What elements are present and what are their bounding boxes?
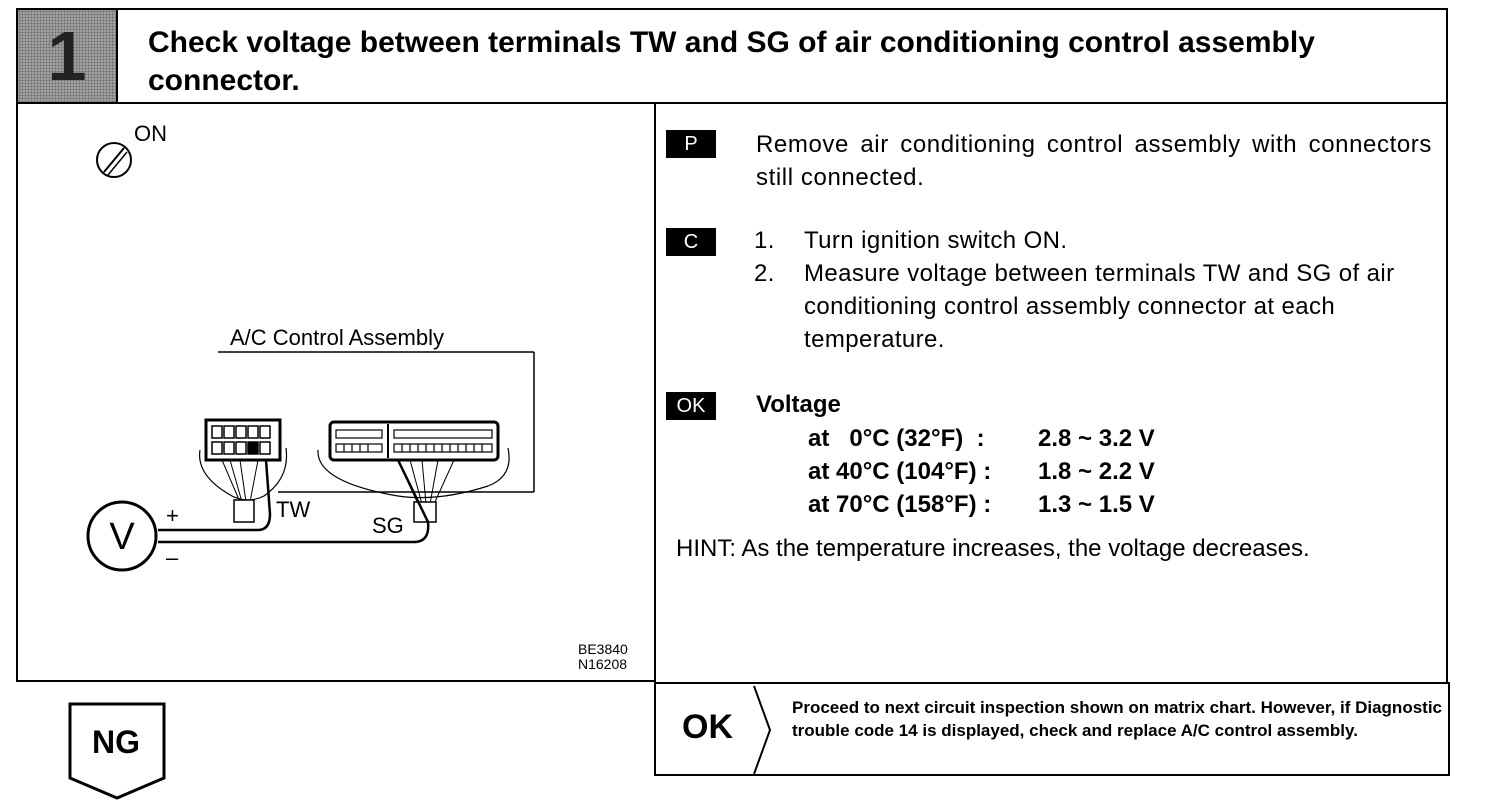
voltage-cell: 2.8 ~ 3.2 V xyxy=(1038,425,1155,452)
test-leads xyxy=(158,459,430,544)
temperature-cell: at 40°C (104°F) : xyxy=(808,458,992,485)
connector-icon xyxy=(317,420,510,523)
ok-result-box: OK Proceed to next circuit inspection sh… xyxy=(654,682,1450,776)
instruction-panel: P Remove air conditioning control assemb… xyxy=(654,102,1448,682)
check-steps: 1. Turn ignition switch ON. 2. Measure v… xyxy=(754,224,1434,356)
assembly-outline xyxy=(218,351,535,493)
list-item: 1. Turn ignition switch ON. xyxy=(754,224,1434,257)
figure-code: N16208 xyxy=(578,656,628,672)
check-badge: C xyxy=(666,228,716,256)
ok-badge: OK xyxy=(666,392,716,420)
voltage-cell: 1.3 ~ 1.5 V xyxy=(1038,491,1155,518)
step-index: 1. xyxy=(754,227,775,254)
ok-label: OK xyxy=(682,708,733,746)
step-index: 2. xyxy=(754,260,775,287)
wiring-diagram-drawing xyxy=(86,142,535,572)
prep-badge: P xyxy=(666,130,716,158)
chevron-right-icon xyxy=(753,685,772,775)
ng-flag-icon xyxy=(68,702,166,800)
voltage-heading: Voltage xyxy=(756,391,841,418)
assembly-label: A/C Control Assembly xyxy=(230,325,444,350)
voltage-table: at 0°C (32°F) : 2.8 ~ 3.2 V at 40°C (104… xyxy=(808,422,1238,521)
plus-label: + xyxy=(166,503,179,528)
table-row: at 40°C (104°F) : 1.8 ~ 2.2 V xyxy=(808,455,1238,488)
figure-code: BE3840 xyxy=(578,641,628,657)
ok-result-text: Proceed to next circuit inspection shown… xyxy=(792,698,1442,740)
ignition-on-label: ON xyxy=(134,121,167,146)
step-number-box: 1 xyxy=(18,10,118,102)
wiring-diagram: ON A/C Control Assembly V + – TW SG BE38… xyxy=(16,102,656,682)
sg-terminal-label: SG xyxy=(372,513,404,538)
hint-text: HINT: As the temperature increases, the … xyxy=(676,535,1310,562)
voltage-cell: 1.8 ~ 2.2 V xyxy=(1038,458,1155,485)
step-text: Turn ignition switch ON. xyxy=(804,227,1068,254)
list-item: 2. Measure voltage between terminals TW … xyxy=(754,257,1434,356)
step-header: 1 Check voltage between terminals TW and… xyxy=(16,8,1448,104)
ng-label: NG xyxy=(92,724,140,760)
connector-icon xyxy=(199,418,288,523)
voltmeter-icon xyxy=(86,500,158,572)
step-title: Check voltage between terminals TW and S… xyxy=(148,26,1315,97)
temperature-cell: at 70°C (158°F) : xyxy=(808,491,992,518)
voltmeter-label: V xyxy=(109,516,135,558)
prep-text: Remove air conditioning control assembly… xyxy=(756,131,1432,191)
tw-terminal-label: TW xyxy=(276,497,311,522)
table-row: at 0°C (32°F) : 2.8 ~ 3.2 V xyxy=(808,422,1238,455)
ignition-key-icon xyxy=(96,142,132,178)
step-number: 1 xyxy=(47,17,87,95)
minus-label: – xyxy=(166,545,179,570)
table-row: at 70°C (158°F) : 1.3 ~ 1.5 V xyxy=(808,488,1238,521)
temperature-cell: at 0°C (32°F) : xyxy=(808,425,985,452)
step-text: Measure voltage between terminals TW and… xyxy=(804,260,1395,353)
